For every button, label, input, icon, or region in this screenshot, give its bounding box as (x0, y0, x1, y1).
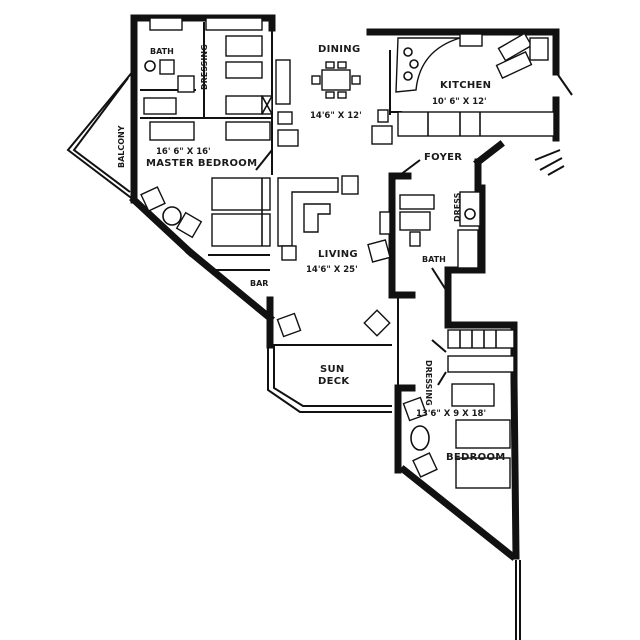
master-bath-fixtures (143, 17, 195, 115)
label-bedroom-dim: 13'6" X 9 X 18' (416, 409, 486, 419)
label-guest-dressing: DRESSING (424, 360, 433, 406)
label-deck: DECK (318, 376, 350, 387)
bedroom-furniture (402, 396, 511, 489)
label-master-dim: 16' 6" X 16' (156, 147, 211, 157)
label-bar: BAR (250, 279, 268, 288)
walls (129, 14, 560, 561)
label-balcony: BALCONY (117, 125, 126, 168)
dining-table-set (311, 61, 361, 99)
kitchen-fixtures (371, 32, 555, 145)
label-kitchen: KITCHEN (440, 80, 491, 91)
dressing-closets (205, 17, 273, 115)
label-dining: DINING (318, 44, 361, 55)
room-labels: BATH DRESSING DINING KITCHEN 10' 6" X 12… (117, 44, 506, 463)
balcony-railing (66, 69, 135, 201)
label-sun: SUN (320, 364, 345, 375)
label-living: LIVING (318, 249, 358, 260)
label-dining-dim: 14'6" X 12' (310, 111, 362, 121)
guest-bath-fixtures (399, 191, 481, 269)
label-foyer: FOYER (424, 152, 462, 163)
label-master-dressing: DRESSING (200, 44, 209, 90)
interior-walls (140, 22, 573, 640)
label-master-bedroom: MASTER BEDROOM (146, 158, 257, 169)
label-bedroom: BEDROOM (446, 452, 506, 463)
label-guest-bath: BATH (422, 255, 446, 264)
living-furniture (276, 175, 391, 338)
label-dress-small: DRESS (453, 192, 462, 222)
sun-deck-railing (267, 344, 392, 413)
label-master-bath: BATH (150, 47, 174, 56)
label-kitchen-dim: 10' 6" X 12' (432, 97, 487, 107)
guest-dressing-closets (447, 329, 515, 407)
label-living-dim: 14'6" X 25' (306, 265, 358, 275)
master-bedroom-furniture (140, 59, 299, 247)
